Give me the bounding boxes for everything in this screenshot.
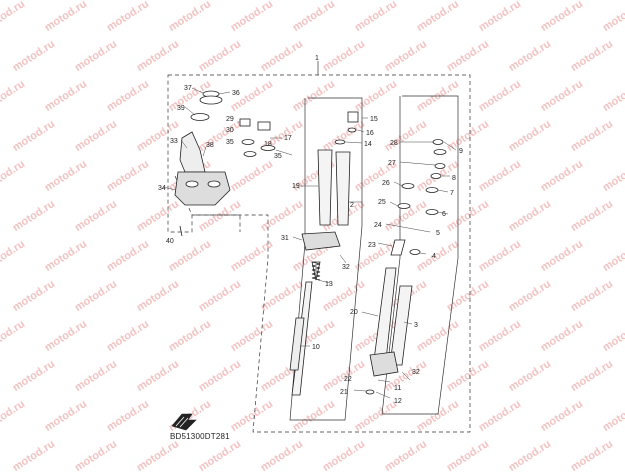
spring-13 xyxy=(311,261,321,281)
middle-fork-parts xyxy=(289,111,359,396)
callout-24: 24 xyxy=(374,222,382,229)
callout-5: 5 xyxy=(436,230,440,237)
inner-tube-2 xyxy=(335,151,351,226)
callout-9: 9 xyxy=(459,148,463,155)
callout-32-mid: 32 xyxy=(342,264,350,271)
cap-29 xyxy=(239,118,251,127)
clamp-hole-left xyxy=(185,180,199,188)
diagram-code: BD51300DT281 xyxy=(170,432,230,441)
bush-8 xyxy=(430,173,442,179)
callout-1: 1 xyxy=(315,55,319,62)
callout-20: 20 xyxy=(350,309,358,316)
clip-9 xyxy=(433,149,447,155)
callout-14: 14 xyxy=(364,141,372,148)
callout-12: 12 xyxy=(394,398,402,405)
callout-10: 10 xyxy=(312,344,320,351)
callout-3: 3 xyxy=(414,322,418,329)
bolt-40 xyxy=(179,225,183,237)
callout-37: 37 xyxy=(184,85,192,92)
cap-30 xyxy=(257,121,271,131)
cap-bolt-15 xyxy=(347,111,359,123)
outer-dashed-boundary xyxy=(167,74,471,433)
right-fork-parts xyxy=(365,139,447,395)
bush-27 xyxy=(434,163,446,169)
front-arrow-icon xyxy=(171,413,197,431)
callout-26: 26 xyxy=(382,180,390,187)
callout-17: 17 xyxy=(284,135,292,142)
callout-30: 30 xyxy=(226,127,234,134)
axle-holder-31 xyxy=(301,231,341,251)
callout-16: 16 xyxy=(366,130,374,137)
callout-23: 23 xyxy=(368,242,376,249)
guide-25 xyxy=(397,203,411,209)
bottom-case xyxy=(369,351,399,377)
callout-39: 39 xyxy=(177,105,185,112)
outer-tube-3 xyxy=(389,285,413,366)
spring-coils xyxy=(311,261,321,281)
callout-36: 36 xyxy=(232,90,240,97)
stem-33 xyxy=(179,131,206,173)
washer-35b xyxy=(243,151,257,157)
callout-11: 11 xyxy=(394,385,401,392)
right-panel-outline xyxy=(381,95,459,415)
callout-29: 29 xyxy=(226,116,234,123)
callout-35-right: 35 xyxy=(274,153,282,160)
callout-15: 15 xyxy=(370,116,378,123)
callout-6: 6 xyxy=(442,211,446,218)
washer-35 xyxy=(241,139,255,145)
callout-40: 40 xyxy=(166,238,174,245)
ring-14 xyxy=(334,139,346,145)
seal-7 xyxy=(425,187,439,193)
callout-25: 25 xyxy=(378,199,386,206)
callout-31: 31 xyxy=(281,235,289,242)
ring-39 xyxy=(190,113,210,121)
callout-33: 33 xyxy=(170,138,178,145)
cylinder-10 xyxy=(289,317,305,371)
callout-8: 8 xyxy=(452,175,456,182)
washer-26 xyxy=(401,183,415,189)
callout-18: 18 xyxy=(264,141,272,148)
callout-35-left: 35 xyxy=(226,139,234,146)
callout-34: 34 xyxy=(158,185,166,192)
oring-16 xyxy=(347,127,357,133)
callout-2: 2 xyxy=(350,202,354,209)
inner-tube-19 xyxy=(317,149,333,226)
leader-lines xyxy=(162,87,457,399)
callout-27: 27 xyxy=(388,160,396,167)
under-bracket xyxy=(174,171,231,206)
washer-18 xyxy=(260,145,276,151)
plug-21 xyxy=(365,389,375,395)
callout-32-right: 32 xyxy=(412,369,420,376)
seal-28 xyxy=(432,139,444,145)
callout-7: 7 xyxy=(450,190,454,197)
washer-36 xyxy=(199,95,223,105)
stopper-23 xyxy=(390,239,406,256)
callout-21: 21 xyxy=(340,389,348,396)
callout-13: 13 xyxy=(325,281,333,288)
callout-19: 19 xyxy=(292,183,300,190)
callout-28: 28 xyxy=(390,140,398,147)
callout-38: 38 xyxy=(206,142,214,149)
callout-22: 22 xyxy=(344,376,352,383)
clamp-hole-right xyxy=(207,180,221,188)
upper-parts xyxy=(174,90,276,237)
washer-6 xyxy=(425,209,439,215)
callout-labels: 1 2 3 4 5 6 7 8 9 10 11 12 13 14 15 16 1… xyxy=(158,55,463,405)
callout-4: 4 xyxy=(432,253,436,260)
ring-4 xyxy=(409,249,421,255)
